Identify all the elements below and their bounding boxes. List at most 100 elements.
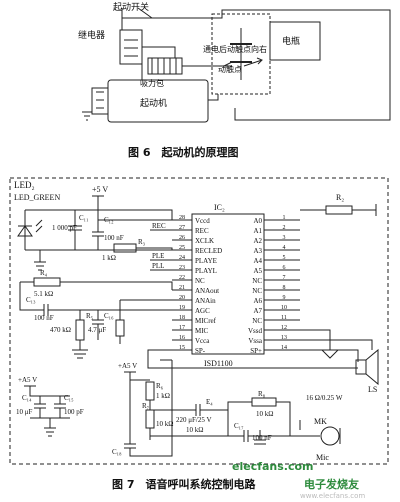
c18-label: C₁₈ bbox=[112, 448, 122, 456]
ic-right-pin-number: 11 bbox=[281, 315, 287, 321]
moving-contact-label: 动触点 bbox=[218, 64, 242, 74]
r5-value: 470 kΩ bbox=[50, 326, 71, 334]
r4-value: 5.1 kΩ bbox=[34, 290, 53, 298]
a5v-mid-label: +A5 V bbox=[118, 362, 137, 370]
c12-value: 100 nF bbox=[104, 234, 124, 242]
ic-right-pin-number: 1 bbox=[283, 215, 286, 221]
ic-left-pin-label: SP- bbox=[195, 347, 206, 355]
ic-left-pin-label: MICref bbox=[195, 317, 217, 325]
ic-left-pin-label: ANAout bbox=[195, 287, 219, 295]
ic-left-pin-number: 22 bbox=[179, 275, 185, 281]
ic-right-pin-label: A1 bbox=[253, 227, 262, 235]
ic-left-pin-number: 16 bbox=[179, 335, 185, 341]
c17-label: C₁₇ bbox=[234, 422, 244, 430]
ic-left-pin-label: MIC bbox=[195, 327, 209, 335]
r7-label: R₇ bbox=[142, 402, 150, 410]
r3-label: R₃ bbox=[138, 238, 146, 246]
ic-left-pin-number: 15 bbox=[179, 345, 185, 351]
a5v-left-label: +A5 V bbox=[18, 376, 37, 384]
ic-left-pin-label: Vcca bbox=[195, 337, 210, 345]
c13-label: C₁₃ bbox=[26, 296, 36, 304]
ic-left-pin-label: RECLED bbox=[195, 247, 222, 255]
ic-right-pin-number: 7 bbox=[283, 275, 286, 281]
ic-right-pin-label: NC bbox=[252, 287, 262, 295]
ic-left-pin-label: Vccd bbox=[195, 217, 210, 225]
ic-right-pin-label: A7 bbox=[253, 307, 262, 315]
c15-value: 100 pF bbox=[64, 408, 84, 416]
r4-label: R₄ bbox=[40, 269, 48, 277]
watermark-site: elecfans.com bbox=[232, 460, 314, 473]
r8-label: R₈ bbox=[258, 390, 266, 398]
r6-label: R₆ bbox=[156, 382, 164, 390]
ic-left-pin-number: 20 bbox=[179, 295, 185, 301]
e4-label: E₄ bbox=[206, 398, 213, 406]
c11-value: 1 000 pF bbox=[52, 224, 77, 232]
pll-signal: PLL bbox=[152, 262, 164, 270]
ic-left-pin-number: 23 bbox=[179, 265, 185, 271]
ic-left-pin-number: 25 bbox=[179, 245, 185, 251]
vcc-label: +5 V bbox=[92, 185, 108, 194]
c-mid-value: 220 μF/25 V bbox=[176, 416, 212, 424]
coil-label: 吸力包 bbox=[140, 78, 164, 88]
ic-right-pin-number: 4 bbox=[283, 245, 286, 251]
c16-left-label: C₁₆ bbox=[104, 312, 114, 320]
r7-value: 10 kΩ bbox=[156, 420, 173, 428]
ic-left-pin-number: 17 bbox=[179, 325, 185, 331]
ic-left-pin-number: 19 bbox=[179, 305, 185, 311]
c13-value: 100 nF bbox=[34, 314, 54, 322]
ls-label: LS bbox=[368, 385, 377, 394]
relay-label: 继电器 bbox=[78, 29, 105, 40]
r6-value: 1 kΩ bbox=[156, 392, 170, 400]
ic-left-pin-label: PLAYL bbox=[195, 267, 217, 275]
ic-right-pin-number: 13 bbox=[281, 335, 287, 341]
ic-right-pin-number: 9 bbox=[283, 295, 286, 301]
watermark-site-cn: 电子发烧友 bbox=[304, 477, 359, 491]
ic-right-pin-label: NC bbox=[252, 277, 262, 285]
ic-left-pin-label: ANAin bbox=[195, 297, 216, 305]
ic-left-pin-number: 27 bbox=[179, 225, 185, 231]
ic-left-pin-number: 28 bbox=[179, 215, 185, 221]
ic-right-pin-label: Vssa bbox=[248, 337, 263, 345]
ic-left-pin-number: 21 bbox=[179, 285, 185, 291]
ic-right-pin-label: SP+ bbox=[250, 347, 262, 355]
ic-left-pin-number: 24 bbox=[179, 255, 185, 261]
r3-value: 1 kΩ bbox=[102, 254, 116, 262]
ic-right-pin-label: A2 bbox=[253, 237, 262, 245]
ic-right-pin-number: 2 bbox=[283, 225, 286, 231]
ic-left-pin-number: 26 bbox=[179, 235, 185, 241]
c14-value: 10 μF bbox=[16, 408, 33, 416]
mic-label: Mic bbox=[316, 453, 329, 462]
ic-right-pin-number: 6 bbox=[283, 265, 286, 271]
ic-left-pin-number: 18 bbox=[179, 315, 185, 321]
ic-right-pin-number: 8 bbox=[283, 285, 286, 291]
watermark-url: www.elecfans.com bbox=[300, 492, 365, 500]
ple-signal: PLE bbox=[152, 252, 164, 260]
ic-right-pin-label: A6 bbox=[253, 297, 262, 305]
ic-left-pin-label: NC bbox=[195, 277, 205, 285]
c12-label: C₁₂ bbox=[104, 216, 114, 224]
figure-7-caption: 图 7 语音呼叫系统控制电路 bbox=[112, 477, 256, 491]
r5-label: R₅ bbox=[86, 312, 94, 320]
figure-6-starter-diagram bbox=[82, 7, 391, 123]
ic-right-pin-label: A3 bbox=[253, 247, 262, 255]
c16-left-value: 4.7 μF bbox=[88, 326, 106, 334]
figure-7-circuit bbox=[9, 177, 389, 465]
rec-signal: REC bbox=[152, 222, 166, 230]
c17-value: 100 nF bbox=[252, 434, 272, 442]
ic-left-pin-label: XCLK bbox=[195, 237, 214, 245]
switch-label: 起动开关 bbox=[113, 1, 149, 12]
starter-label: 起动机 bbox=[140, 97, 167, 108]
figure-6-caption: 图 6 起动机的原理图 bbox=[128, 145, 238, 159]
ic-right-pin-number: 12 bbox=[281, 325, 287, 331]
ic-left-pin-label: REC bbox=[195, 227, 209, 235]
r8-value: 10 kΩ bbox=[256, 410, 273, 418]
led-green-label: LED_GREEN bbox=[14, 193, 60, 202]
c15-label: C₁₅ bbox=[64, 394, 74, 402]
mk-label: MK bbox=[314, 417, 327, 426]
ic-right-pin-label: NC bbox=[252, 317, 262, 325]
ic-right-pin-label: Vssd bbox=[248, 327, 263, 335]
r2-label: R₂ bbox=[336, 193, 344, 202]
ic-right-pin-number: 14 bbox=[281, 345, 287, 351]
c11-label: C₁₁ bbox=[79, 214, 89, 222]
